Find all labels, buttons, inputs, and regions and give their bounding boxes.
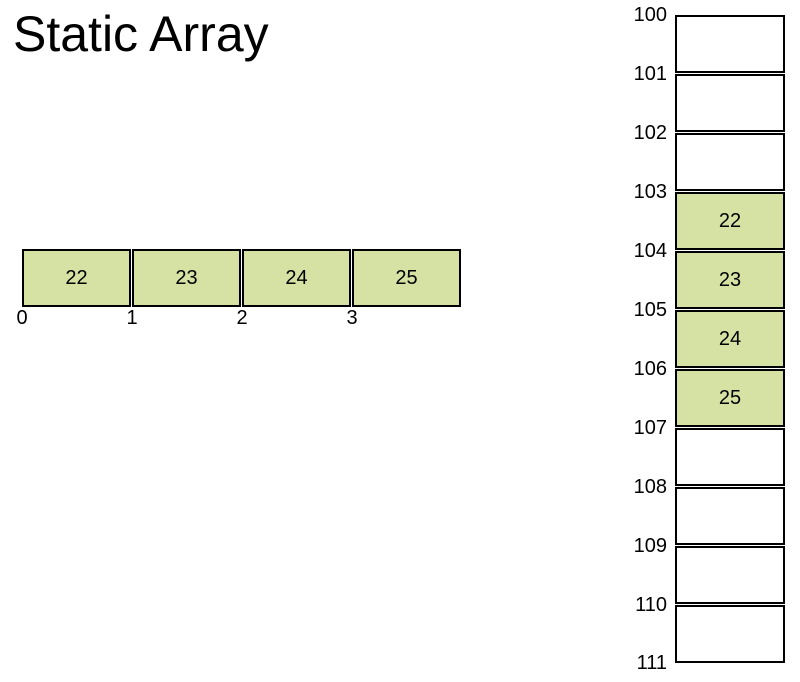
array-cell: 25 [352,249,461,307]
memory-address-label: 106 [633,358,667,380]
memory-address-label: 109 [633,535,667,557]
memory-address-label: 104 [633,240,667,262]
memory-cell [675,546,785,604]
memory-address-labels: 100 101 102 103 104 105 106 107 108 109 … [555,5,667,675]
memory-cell [675,74,785,132]
array-cell: 22 [22,249,131,307]
memory-address-label: 105 [633,299,667,321]
memory-cell [675,15,785,73]
array-cell: 24 [242,249,351,307]
memory-address-label: 101 [633,63,667,85]
memory-address-label: 100 [633,4,667,26]
memory-address-label: 108 [633,476,667,498]
array-view: 22 23 24 25 [22,249,461,307]
array-index-label: 1 [126,307,138,329]
array-index-labels: 0 1 2 3 [16,307,462,330]
memory-cell [675,133,785,191]
page-title: Static Array [13,6,269,62]
memory-view: 22 23 24 25 [675,15,785,663]
array-index-label: 2 [236,307,248,329]
memory-address-label: 111 [636,652,667,674]
memory-address-label: 102 [633,122,667,144]
array-index-label: 3 [346,307,358,329]
memory-cell: 24 [675,310,785,368]
memory-cell: 23 [675,251,785,309]
memory-cell [675,428,785,486]
memory-cell [675,487,785,545]
memory-cell: 25 [675,369,785,427]
array-cell: 23 [132,249,241,307]
memory-address-label: 110 [635,594,667,616]
memory-cell: 22 [675,192,785,250]
memory-address-label: 103 [633,181,667,203]
memory-cell [675,605,785,663]
array-index-label: 0 [16,307,28,329]
memory-address-label: 107 [633,417,667,439]
